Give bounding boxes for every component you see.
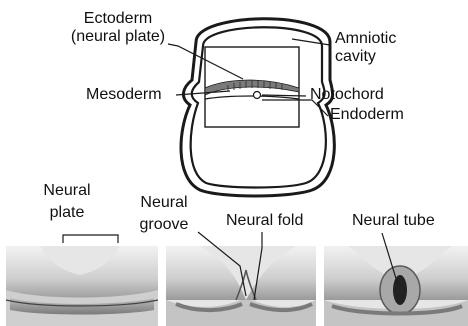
panel-neural-groove bbox=[166, 246, 316, 326]
label-endoderm: Endoderm bbox=[330, 106, 404, 124]
label-ectoderm-line2: (neural plate) bbox=[56, 28, 180, 46]
label-notochord: Notochord bbox=[310, 86, 384, 104]
embryo-cross-section bbox=[181, 19, 334, 196]
stage-panels bbox=[6, 246, 468, 326]
notochord-shape bbox=[254, 92, 261, 99]
label-mesoderm: Mesoderm bbox=[86, 86, 162, 104]
neural-tube-lumen bbox=[393, 275, 407, 305]
bracket-neural-plate bbox=[63, 235, 118, 243]
label-neural-groove: Neural groove bbox=[128, 194, 200, 234]
label-neural-fold: Neural fold bbox=[226, 212, 303, 230]
label-neural-plate: Neural plate bbox=[34, 182, 100, 222]
label-ectoderm-line1: Ectoderm bbox=[56, 10, 180, 28]
label-ectoderm: Ectoderm (neural plate) bbox=[56, 10, 180, 46]
label-neural-groove-line2: groove bbox=[128, 216, 200, 234]
label-neural-plate-line1: Neural bbox=[34, 182, 100, 200]
label-neural-plate-line2: plate bbox=[34, 204, 100, 222]
label-amniotic-line1: Amniotic bbox=[335, 30, 396, 48]
label-amniotic-line2: cavity bbox=[335, 48, 396, 66]
panel-neural-tube bbox=[324, 246, 468, 326]
label-neural-groove-line1: Neural bbox=[128, 194, 200, 212]
label-amniotic-cavity: Amniotic cavity bbox=[335, 30, 396, 66]
label-neural-tube: Neural tube bbox=[352, 212, 435, 230]
panel-neural-plate bbox=[6, 246, 158, 326]
